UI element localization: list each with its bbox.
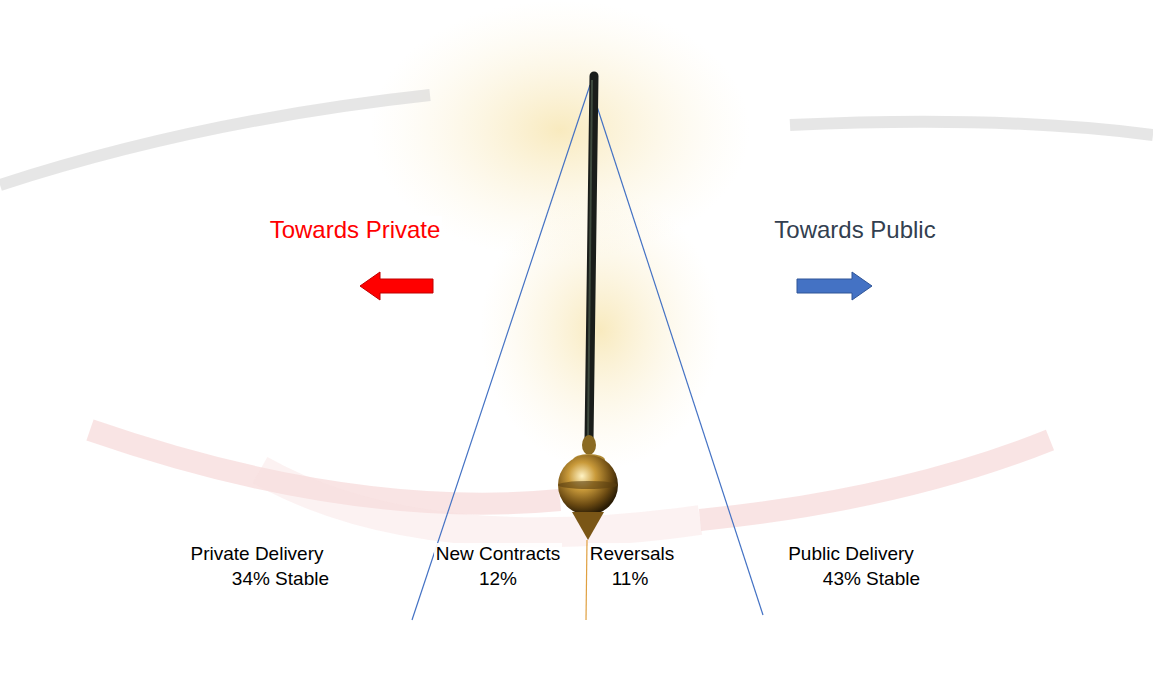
background-arc: [0, 95, 430, 185]
background-glow: [480, 190, 720, 470]
pendulum-rod: [588, 80, 592, 438]
private-arrow: [360, 272, 433, 300]
diagram-label: Reversals: [588, 543, 676, 565]
background-arc: [700, 440, 1050, 520]
diagram-label: Towards Public: [772, 216, 937, 244]
pendulum-tip: [572, 512, 604, 540]
diagram-label: Public Delivery: [786, 543, 916, 565]
background-arc: [790, 122, 1153, 135]
diagram-label: 12%: [477, 568, 519, 590]
pendulum-rod: [589, 76, 594, 440]
diagram-label: 11%: [610, 568, 651, 590]
swing-line: [412, 85, 590, 620]
diagram-label: 43% Stable: [821, 568, 922, 590]
diagram-label: Private Delivery: [188, 543, 325, 565]
pendulum-bob: [558, 455, 618, 515]
diagram-label: 34% Stable: [230, 568, 331, 590]
diagram-label: Towards Private: [268, 216, 443, 244]
pendulum-cap: [582, 435, 596, 455]
public-arrow: [797, 272, 872, 300]
diagram-label: New Contracts: [434, 543, 563, 565]
swing-line: [590, 85, 763, 615]
background-arc: [260, 470, 700, 532]
pendulum-band: [558, 481, 618, 489]
